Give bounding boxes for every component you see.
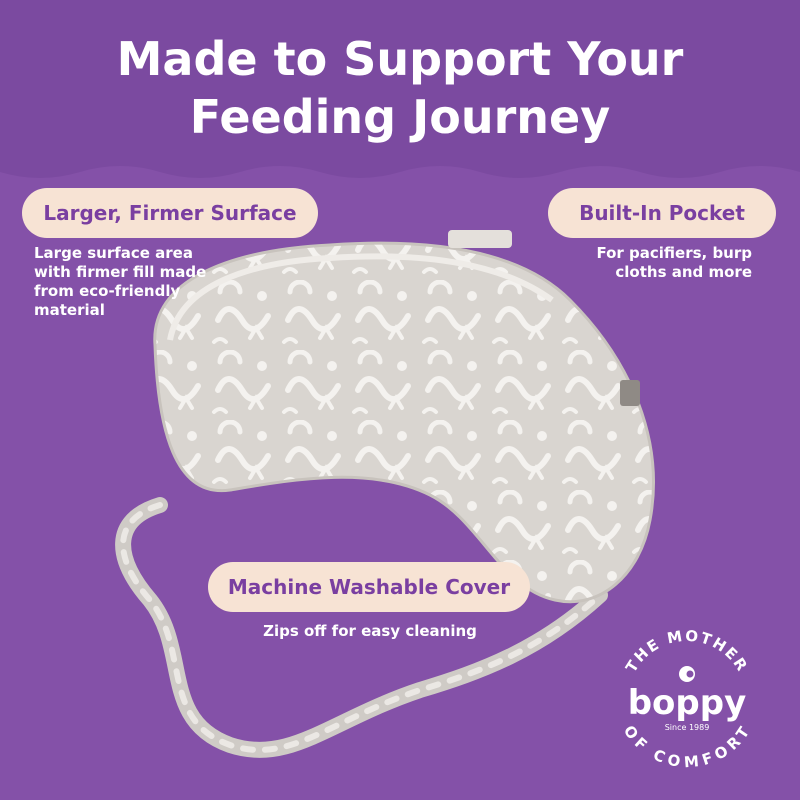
feature-pill-washable-cover-label: Machine Washable Cover — [227, 575, 511, 599]
boppy-logo-badge: THE MOTHER OF COMFORT boppy Since 1989 — [620, 627, 752, 772]
headline-line-1: Made to Support Your — [116, 32, 684, 86]
logo-since-text: Since 1989 — [665, 723, 710, 732]
headline: Made to Support Your Feeding Journey — [0, 30, 800, 146]
header-wave-band — [0, 0, 800, 178]
feature-pill-washable-cover: Machine Washable Cover — [208, 562, 530, 612]
headline-line-2: Feeding Journey — [189, 90, 611, 144]
feature-description-washable-cover: Zips off for easy cleaning — [263, 622, 477, 640]
boppy-mark-icon — [679, 666, 695, 682]
logo-brand-text: boppy — [628, 683, 747, 723]
feature-pill-firmer-surface: Larger, Firmer Surface — [22, 188, 318, 238]
feature-description-firmer-surface: Large surface area with firmer fill made… — [34, 244, 207, 319]
feature-pill-built-in-pocket-label: Built-In Pocket — [579, 201, 745, 225]
feature-description-built-in-pocket: For pacifiers, burp cloths and more — [596, 244, 752, 281]
feature-pill-firmer-surface-label: Larger, Firmer Surface — [43, 201, 297, 225]
feature-pill-built-in-pocket: Built-In Pocket — [548, 188, 776, 238]
